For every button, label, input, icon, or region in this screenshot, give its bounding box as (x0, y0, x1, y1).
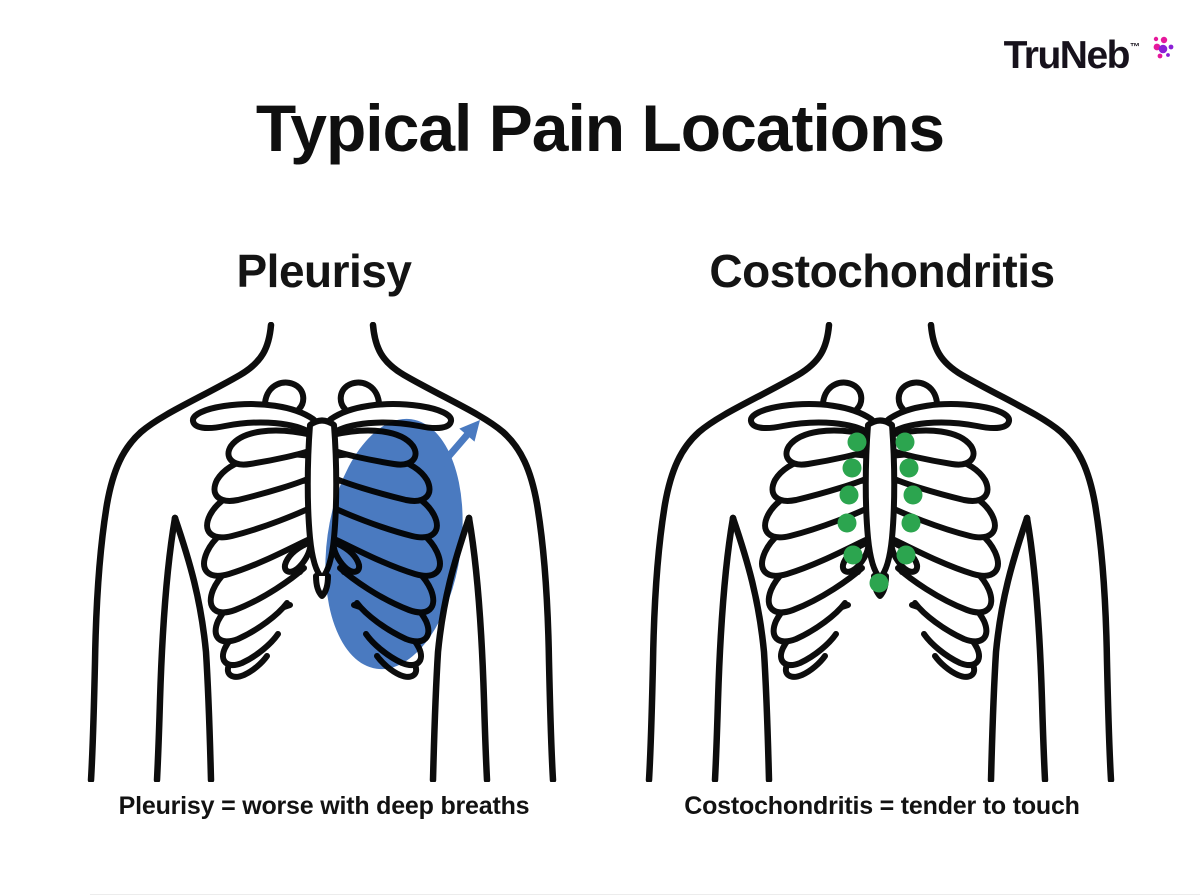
radiating-arrow-icon (438, 420, 480, 468)
tender-point-dot (847, 432, 867, 452)
truneb-logo: TruNeb™ (1004, 26, 1184, 76)
caption-costochondritis: Costochondritis = tender to touch (684, 792, 1080, 820)
tender-point-dot (903, 485, 923, 505)
tender-point-dot (896, 545, 916, 565)
tender-point-dots (837, 432, 923, 593)
tender-point-dot (842, 458, 862, 478)
heading-pleurisy: Pleurisy (236, 245, 413, 297)
page-title: Typical Pain Locations (255, 91, 945, 165)
tender-point-dot (899, 458, 919, 478)
costochondritis-figure (622, 322, 1142, 782)
bottom-edge-artifact (90, 894, 1200, 895)
heading-costochondritis: Costochondritis (709, 245, 1055, 297)
tender-point-dot (901, 513, 921, 533)
tender-point-dot (869, 573, 889, 593)
tender-point-dot (839, 485, 859, 505)
pain-area-highlight (325, 418, 463, 670)
tender-point-dot (895, 432, 915, 452)
brand-name: TruNeb™ (1003, 34, 1140, 77)
trademark-symbol: ™ (1130, 42, 1140, 53)
pleurisy-figure (64, 322, 584, 782)
caption-pleurisy: Pleurisy = worse with deep breaths (118, 792, 530, 820)
tender-point-dot (843, 545, 863, 565)
logo-dots-icon (1153, 36, 1174, 59)
tender-point-dot (837, 513, 857, 533)
